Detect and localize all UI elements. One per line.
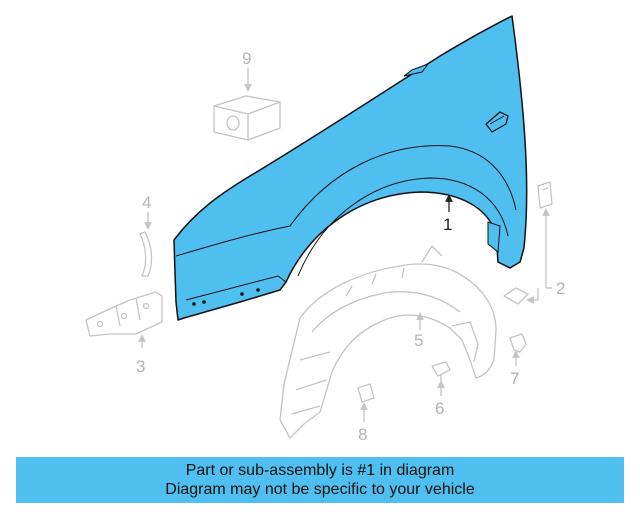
callout-3: 3 (136, 357, 145, 376)
callout-6: 6 (435, 399, 444, 418)
callout-8: 8 (358, 425, 367, 444)
callout-5: 5 (414, 331, 423, 350)
clip-part-2 (503, 181, 553, 305)
bracket-part-3 (85, 291, 163, 337)
clip-part-7 (509, 333, 527, 353)
callout-9: 9 (242, 49, 251, 68)
bolt-part-6 (431, 361, 451, 386)
fender-liner-part-5 (279, 245, 497, 439)
callout-2: 2 (556, 279, 565, 298)
seal-part-4 (139, 231, 153, 277)
clip-part-8 (357, 383, 375, 403)
parts-diagram: 1 2 3 4 5 6 7 8 9 (85, 15, 565, 444)
leader-lines (138, 68, 552, 422)
callout-7: 7 (510, 369, 519, 388)
callout-1: 1 (443, 215, 452, 234)
banner-line-1: Part or sub-assembly is #1 in diagram (185, 462, 455, 479)
banner-line-2: Diagram may not be specific to your vehi… (165, 481, 475, 498)
pad-part-9 (213, 95, 281, 141)
callout-4: 4 (142, 193, 151, 212)
info-banner: Part or sub-assembly is #1 in diagram Di… (16, 457, 624, 503)
fender-body (173, 15, 528, 321)
fender-part-1[interactable] (173, 15, 528, 321)
